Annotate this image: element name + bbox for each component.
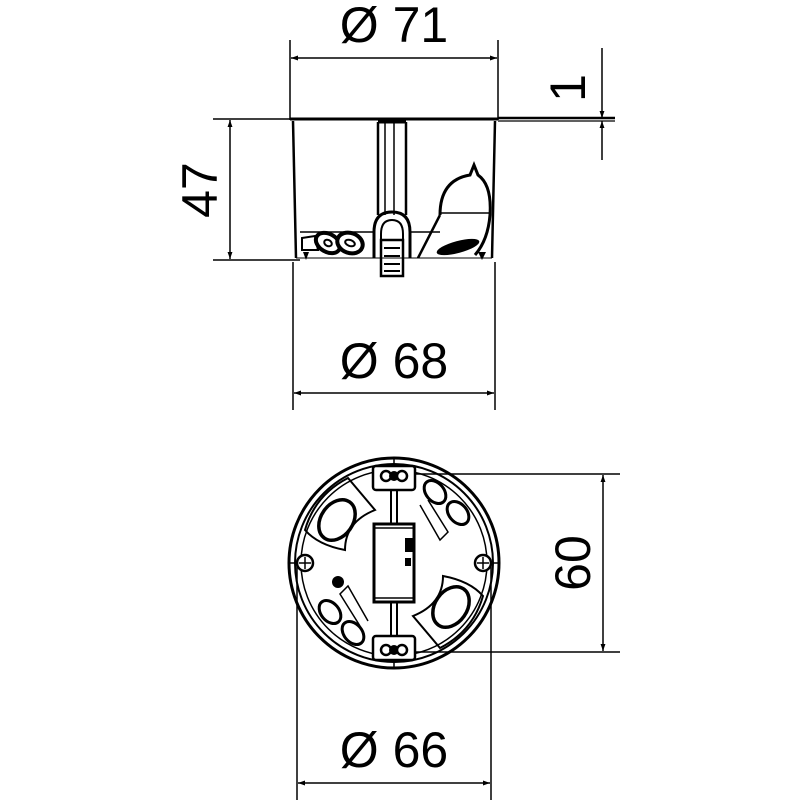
knockouts-small-lower-left (317, 584, 369, 647)
knockouts-small-upper-right (419, 478, 471, 542)
top-view: 60 Ø 66 (287, 456, 620, 800)
knockout-dome-right (416, 160, 492, 260)
top-diameter-label: Ø 71 (340, 0, 448, 53)
height-label: 47 (172, 162, 228, 218)
fixing-spacing-label: 60 (545, 535, 601, 591)
knockout-large-upper-left (303, 476, 377, 552)
marker-dot (332, 576, 344, 588)
knockout-left (301, 230, 365, 260)
box-side-body (290, 117, 498, 278)
dimension-top-diameter: Ø 71 (289, 0, 499, 120)
knockout-large-lower-right (411, 574, 485, 650)
flange-thickness-label: 1 (540, 74, 596, 102)
clamp-bottom (371, 602, 417, 662)
clamp-top (371, 464, 417, 524)
box-top-body (287, 456, 501, 670)
screw-right (473, 553, 493, 573)
dimension-body-diameter: Ø 68 (292, 262, 496, 410)
dimension-flange-thickness: 1 (498, 48, 615, 160)
dimension-height: 47 (172, 118, 300, 261)
body-diameter-label: Ø 68 (340, 333, 448, 389)
inner-diameter-label: Ø 66 (340, 722, 448, 778)
dimension-inner-diameter: Ø 66 (296, 563, 492, 800)
dimension-fixing-spacing: 60 (414, 473, 620, 653)
side-view: Ø 71 1 47 (172, 0, 615, 410)
screw-left (295, 553, 315, 573)
